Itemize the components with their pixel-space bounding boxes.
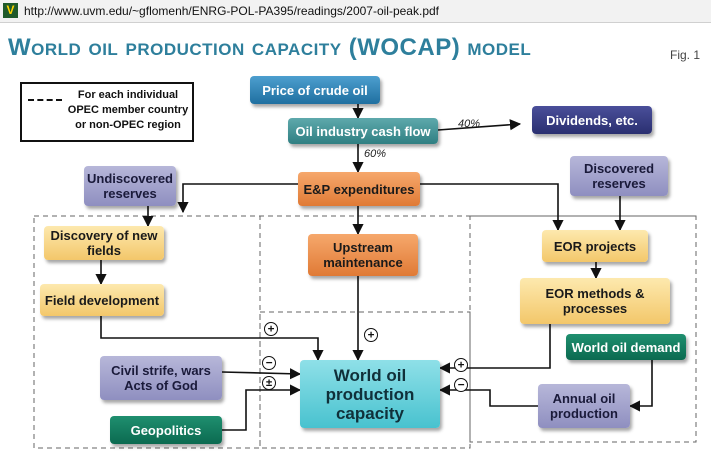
arrow-fielddev-wocap	[100, 316, 324, 362]
diagram-title: World oil production capacity (WOCAP) mo…	[8, 34, 532, 61]
node-civil-strife-wars: Civil strife, wars Acts of God	[100, 356, 222, 400]
node-eor-projects: EOR projects	[542, 230, 648, 262]
node-field-development: Field development	[40, 284, 164, 316]
arrow-geopolitics-wocap	[222, 384, 302, 431]
edge-label-40-percent: 40%	[458, 118, 481, 130]
minus-sign-annual-production: −	[454, 378, 468, 392]
url-text[interactable]: http://www.uvm.edu/~gflomenh/ENRG-POL-PA…	[24, 4, 439, 18]
node-upstream-maintenance: Upstream maintenance	[308, 234, 418, 276]
node-price-of-crude-oil: Price of crude oil	[250, 76, 380, 104]
node-discovered-reserves: Discovered reserves	[570, 156, 668, 196]
arrow-eor-methods-wocap	[438, 324, 551, 374]
arrow-ep-eor	[420, 183, 564, 232]
node-annual-oil-production: Annual oil production	[538, 384, 630, 428]
figure-label: Fig. 1	[670, 48, 701, 62]
minus-sign-civil-strife: −	[262, 356, 276, 370]
plus-sign-upstream: +	[364, 328, 378, 342]
site-favicon-icon: V	[3, 3, 18, 18]
arrow-cashflow-dividends	[437, 119, 522, 131]
node-discovery-of-new-fields: Discovery of new fields	[44, 226, 164, 260]
arrow-ep-undiscovered-branch	[177, 183, 298, 214]
region-boundary-center	[259, 311, 471, 449]
node-world-oil-demand: World oil demand	[566, 334, 686, 360]
legend-dashed-line	[28, 99, 62, 101]
node-eor-methods-processes: EOR methods & processes	[520, 278, 670, 324]
legend-text: For each individual OPEC member country …	[67, 89, 189, 131]
node-dividends: Dividends, etc.	[532, 106, 652, 134]
plusminus-sign-geopolitics: ±	[262, 376, 276, 390]
node-oil-industry-cash-flow: Oil industry cash flow	[288, 118, 438, 144]
arrow-civil-wocap	[221, 368, 302, 380]
arrow-annual-wocap	[438, 384, 538, 407]
legend-box: For each individual OPEC member country …	[20, 82, 194, 142]
node-ep-expenditures: E&P expenditures	[298, 172, 420, 206]
node-geopolitics: Geopolitics	[110, 416, 222, 444]
browser-address-bar[interactable]: V http://www.uvm.edu/~gflomenh/ENRG-POL-…	[0, 0, 711, 23]
edge-label-60-percent: 60%	[364, 148, 387, 160]
plus-sign-field-development: +	[264, 322, 278, 336]
arrow-demand-annual	[628, 360, 653, 412]
node-world-oil-production-capacity: World oil production capacity	[300, 360, 440, 428]
plus-sign-eor: +	[454, 358, 468, 372]
node-undiscovered-reserves: Undiscovered reserves	[84, 166, 176, 206]
